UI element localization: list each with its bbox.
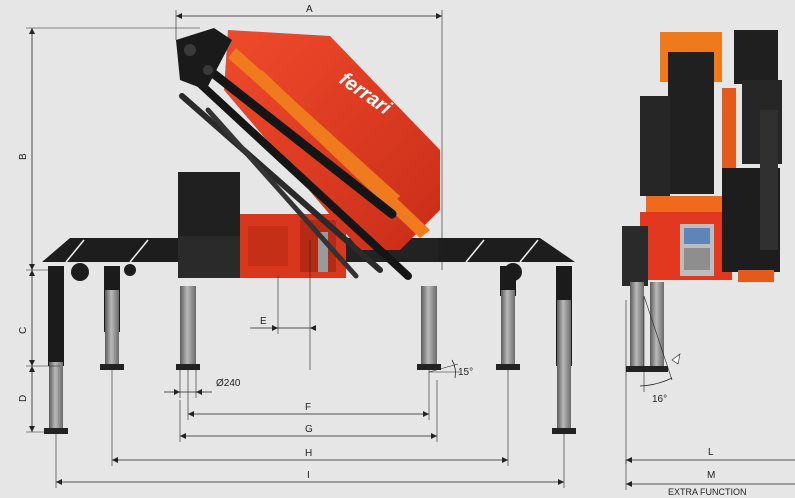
dimension-label-e: E [260,316,267,327]
pad-diameter-label: Ø240 [216,378,241,389]
tilt-angle-rear-label: 16° [652,394,667,405]
dimension-label-d: D [18,395,29,402]
extra-function-label: EXTRA FUNCTION [668,487,747,497]
dimension-label-h: H [305,448,312,459]
dimension-lines-rear [625,295,795,490]
dimension-label-l: L [708,447,714,458]
stabilizer-legs [44,266,576,434]
side-view: ferrari [18,4,576,488]
rear-view: L M 16° EXTRA FUNCTION [622,30,795,497]
dimension-label-c: C [18,327,29,334]
dimension-label-a: A [306,4,313,15]
dimension-label-f: F [305,402,311,413]
tilt-angle-side-label: 15° [458,367,473,378]
dimension-label-b: B [18,153,29,160]
crane-boom: ferrari [176,28,440,280]
dimension-lines-side [26,10,565,488]
dimension-label-g: G [305,424,313,435]
dimension-label-m: M [707,470,715,481]
dimension-label-i: I [307,470,310,481]
